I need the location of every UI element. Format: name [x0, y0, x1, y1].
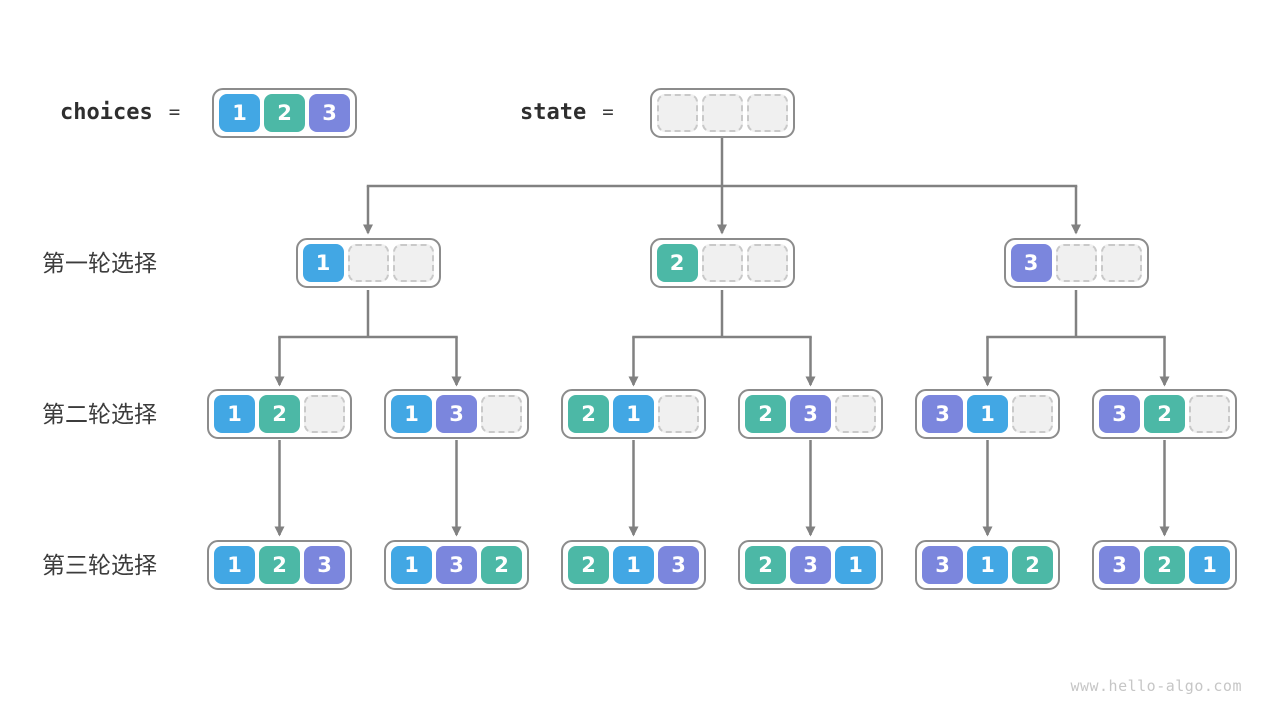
- row-label-round-1: 第一轮选择: [42, 250, 157, 276]
- choice-cell-3: 3: [658, 546, 699, 584]
- choice-cell-1: 1: [967, 395, 1008, 433]
- state-equals-sign: =: [602, 101, 614, 123]
- empty-slot: [657, 94, 698, 132]
- choice-cell-2: 2: [259, 395, 300, 433]
- choice-cell-3: 3: [1010, 244, 1052, 282]
- empty-slot: [304, 395, 345, 433]
- choice-cell-3: 3: [790, 546, 831, 584]
- choice-cell-1: 1: [391, 546, 432, 584]
- choice-cell-3: 3: [922, 546, 963, 584]
- choice-cell-3: 3: [436, 546, 477, 584]
- empty-slot: [481, 395, 522, 433]
- empty-slot: [746, 244, 788, 282]
- choice-cell-2: 2: [264, 94, 305, 132]
- state-legend: state =: [520, 88, 614, 136]
- choice-cell-3: 3: [304, 546, 345, 584]
- empty-slot: [1100, 244, 1142, 282]
- choice-cell-1: 1: [1189, 546, 1230, 584]
- choice-cell-2: 2: [1012, 546, 1053, 584]
- empty-slot: [1189, 395, 1230, 433]
- choice-cell-1: 1: [219, 94, 260, 132]
- empty-slot: [1012, 395, 1053, 433]
- choice-cell-3: 3: [309, 94, 350, 132]
- choice-cell-1: 1: [302, 244, 344, 282]
- row-label-round-3: 第三轮选择: [42, 552, 157, 578]
- empty-slot: [347, 244, 389, 282]
- choice-cell-3: 3: [1099, 546, 1140, 584]
- choice-cell-1: 1: [835, 546, 876, 584]
- empty-slot: [1055, 244, 1097, 282]
- choice-cell-3: 3: [436, 395, 477, 433]
- choices-legend: choices =: [60, 88, 180, 136]
- choice-cell-1: 1: [613, 395, 654, 433]
- empty-slot: [835, 395, 876, 433]
- watermark: www.hello-algo.com: [1070, 677, 1242, 695]
- choice-cell-1: 1: [967, 546, 1008, 584]
- choice-cell-1: 1: [391, 395, 432, 433]
- choice-cell-2: 2: [745, 546, 786, 584]
- choice-cell-1: 1: [214, 395, 255, 433]
- choice-cell-2: 2: [259, 546, 300, 584]
- choice-cell-1: 1: [613, 546, 654, 584]
- choice-cell-2: 2: [656, 244, 698, 282]
- choices-label: choices: [60, 99, 153, 125]
- choice-cell-2: 2: [481, 546, 522, 584]
- choice-cell-3: 3: [1099, 395, 1140, 433]
- choice-cell-2: 2: [568, 546, 609, 584]
- empty-slot: [392, 244, 434, 282]
- empty-slot: [701, 244, 743, 282]
- tree-node-r1-1: 1: [295, 238, 441, 288]
- choice-cell-1: 1: [214, 546, 255, 584]
- choice-cell-2: 2: [568, 395, 609, 433]
- empty-slot: [747, 94, 788, 132]
- choice-cell-3: 3: [790, 395, 831, 433]
- choice-cell-2: 2: [745, 395, 786, 433]
- state-label: state: [520, 99, 587, 125]
- choice-cell-3: 3: [922, 395, 963, 433]
- choices-equals-sign: =: [168, 101, 181, 123]
- empty-slot: [702, 94, 743, 132]
- empty-slot: [658, 395, 699, 433]
- tree-node-r1-2: 2: [649, 238, 795, 288]
- state-node: [650, 88, 795, 138]
- choice-cell-2: 2: [1144, 546, 1185, 584]
- row-label-round-2: 第二轮选择: [42, 401, 157, 427]
- tree-node-r1-3: 3: [1003, 238, 1149, 288]
- choice-cell-2: 2: [1144, 395, 1185, 433]
